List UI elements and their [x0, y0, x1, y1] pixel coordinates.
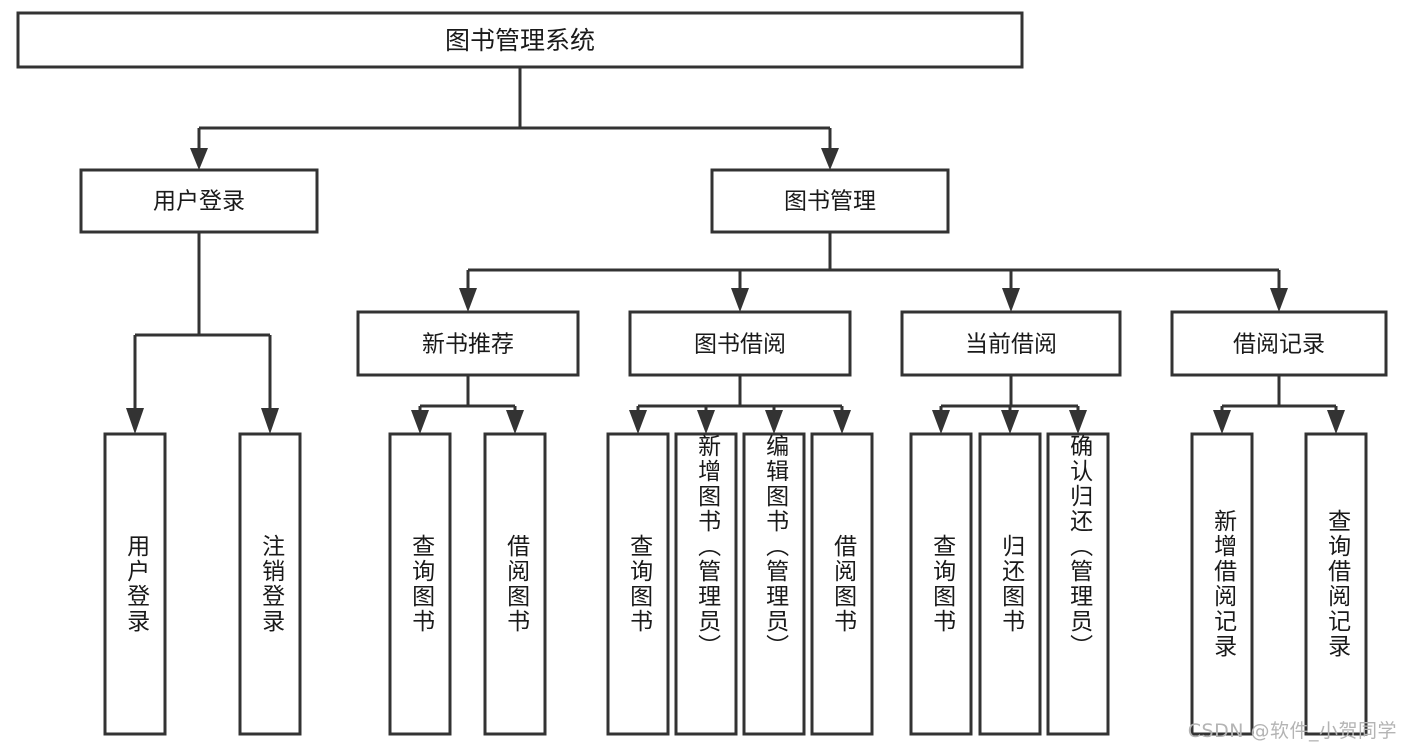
- node-borrow-record-label: 借阅记录: [1233, 332, 1325, 358]
- arrow-head-leaf-borrow-book-2: [833, 410, 851, 434]
- leaf-add-record-box[interactable]: [1190, 432, 1254, 736]
- node-root-box[interactable]: [16, 11, 1024, 69]
- leaf-user-login-box[interactable]: [103, 432, 167, 736]
- arrow-head-leaf-return-book: [1001, 410, 1019, 434]
- arrow-head-current-borrow: [1002, 288, 1020, 312]
- node-borrow-record-box[interactable]: [1170, 310, 1388, 377]
- arrow-head-new-book-recommend: [459, 288, 477, 312]
- arrow-head-leaf-confirm-return: [1069, 410, 1087, 434]
- arrow-head-leaf-edit-book: [765, 410, 783, 434]
- arrow-head-leaf-query-book-2: [629, 410, 647, 434]
- watermark-text: CSDN @软件_小贺同学: [1187, 720, 1397, 742]
- leaf-borrow-book-1-box[interactable]: [483, 432, 547, 736]
- arrow-head-leaf-add-record: [1213, 410, 1231, 434]
- leaf-query-record-box[interactable]: [1304, 432, 1368, 736]
- leaf-confirm-return-box[interactable]: [1046, 432, 1110, 736]
- node-current-borrow-label: 当前借阅: [965, 332, 1057, 358]
- node-book-borrow-label: 图书借阅: [694, 332, 786, 358]
- leaf-logout-box[interactable]: [238, 432, 302, 736]
- node-book-manage-box[interactable]: [710, 168, 950, 234]
- leaf-query-book-3-box[interactable]: [909, 432, 973, 736]
- arrow-head-leaf-add-book: [697, 410, 715, 434]
- node-book-manage-label: 图书管理: [784, 189, 876, 215]
- leaf-return-book-box[interactable]: [978, 432, 1042, 736]
- arrow-head-book-borrow: [731, 288, 749, 312]
- connectors-layer: [126, 67, 1345, 434]
- leaf-edit-book-box[interactable]: [742, 432, 806, 736]
- nodes-layer: 图书管理系统 用户登录 图书管理 新书推荐 图书借阅 当前借阅 借阅记录: [16, 11, 1388, 736]
- leaf-borrow-book-2-box[interactable]: [810, 432, 874, 736]
- node-new-book-recommend-label: 新书推荐: [422, 332, 514, 358]
- node-user-login-label: 用户登录: [153, 189, 245, 215]
- arrow-head-leaf-user-login: [126, 408, 144, 434]
- arrow-head-leaf-borrow-book-1: [506, 410, 524, 434]
- arrow-head-leaf-query-book-1: [411, 410, 429, 434]
- node-root-label: 图书管理系统: [445, 26, 595, 55]
- node-user-login-box[interactable]: [79, 168, 319, 234]
- arrow-head-leaf-query-book-3: [932, 410, 950, 434]
- leaf-add-book-box[interactable]: [674, 432, 738, 736]
- node-current-borrow-box[interactable]: [900, 310, 1122, 377]
- arrow-head-leaf-query-record: [1327, 410, 1345, 434]
- leaf-query-book-1-box[interactable]: [388, 432, 452, 736]
- arrow-head-borrow-record: [1270, 288, 1288, 312]
- node-new-book-recommend-box[interactable]: [356, 310, 580, 377]
- arrow-head-leaf-logout: [261, 408, 279, 434]
- arrow-head-user-login: [190, 148, 208, 170]
- node-book-borrow-box[interactable]: [628, 310, 852, 377]
- leaf-query-book-2-box[interactable]: [606, 432, 670, 736]
- arrow-head-book-manage: [821, 148, 839, 170]
